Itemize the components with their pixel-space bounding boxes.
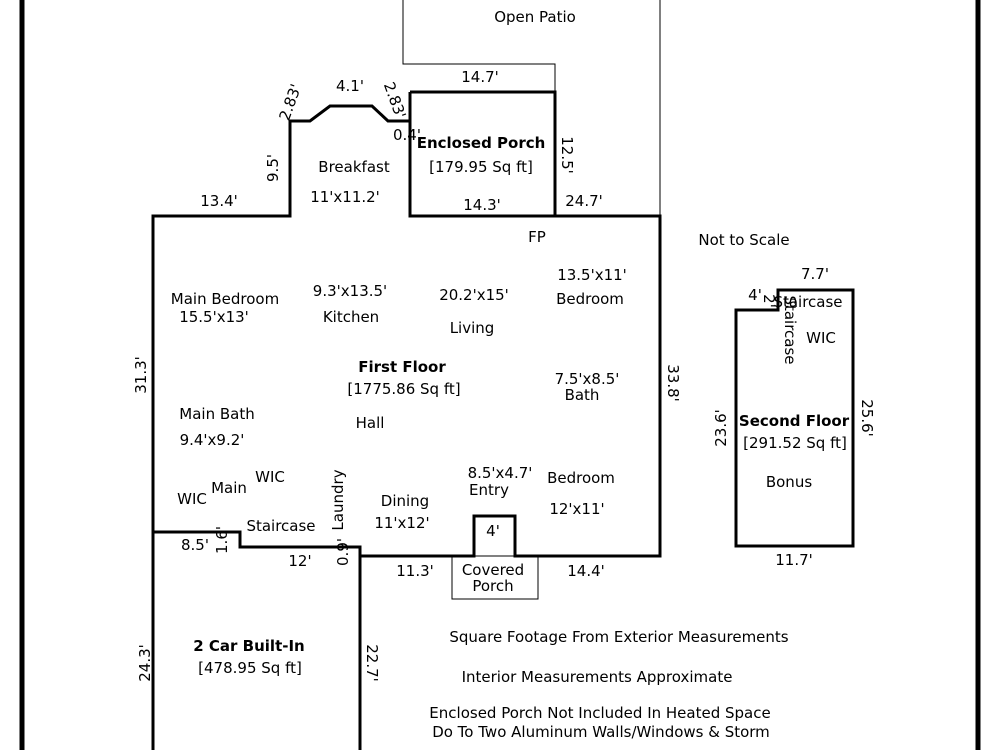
ff-top-right-dim: 24.7' — [565, 192, 603, 210]
ff-top-left-dim: 13.4' — [200, 192, 238, 210]
second-floor-bottom-dim: 11.7' — [775, 551, 813, 569]
not-to-scale-label: Not to Scale — [698, 231, 789, 249]
breakfast-label: Breakfast — [318, 158, 390, 176]
bedroom2-label: Bedroom — [547, 469, 615, 487]
ff-porch-notch-dim: 4' — [486, 522, 500, 540]
enclosed-porch-outline — [408, 90, 557, 216]
first-floor-area: [1775.86 Sq ft] — [347, 380, 460, 398]
second-floor-title: Second Floor — [739, 412, 850, 430]
main-bath-size: 9.4'x9.2' — [180, 431, 245, 449]
bedroom1-label: Bedroom — [556, 290, 624, 308]
bay-left-dim: 2.83' — [275, 82, 305, 123]
enclosed-porch-area: [179.95 Sq ft] — [429, 158, 533, 176]
ff-laundry-wall-dim: 12' — [288, 552, 311, 570]
second-floor-top-dim: 7.7' — [801, 265, 829, 283]
first-floor-title: First Floor — [358, 358, 446, 376]
patio-label: Open Patio — [494, 8, 576, 26]
note-square-footage: Square Footage From Exterior Measurement… — [449, 628, 788, 646]
garage-left-dim: 24.3' — [136, 644, 154, 682]
ff-bottom-left-dim: 8.5' — [181, 536, 209, 554]
enclosed-porch-right-dim: 12.5' — [558, 136, 576, 174]
bedroom1-size: 13.5'x11' — [557, 266, 627, 284]
staircase-label: Staircase — [246, 517, 315, 535]
page-frame — [19, 0, 981, 750]
second-floor-outline — [734, 288, 855, 548]
main-label: Main — [211, 479, 247, 497]
enclosed-porch-corner-dim: 0.4' — [393, 126, 421, 144]
ff-right-dim: 33.8' — [664, 364, 682, 402]
ff-bay-side-dim: 9.5' — [264, 154, 282, 182]
fireplace-label: FP — [528, 228, 546, 246]
bath-size: 7.5'x8.5' — [555, 370, 620, 388]
ff-bottom-right-dim: 14.4' — [567, 562, 605, 580]
ff-laundry-gap-dim: 0.9' — [334, 538, 352, 566]
breakfast-size: 11'x11.2' — [310, 188, 380, 206]
hall-label: Hall — [356, 414, 385, 432]
enclosed-porch-title: Enclosed Porch — [417, 134, 546, 152]
living-size: 20.2'x15' — [439, 286, 509, 304]
ff-bottom-mid-dim: 11.3' — [396, 562, 434, 580]
second-floor-right-dim: 25.6' — [858, 399, 876, 437]
patio-outline — [402, 0, 556, 92]
note-interior-approx: Interior Measurements Approximate — [462, 668, 733, 686]
garage-area: [478.95 Sq ft] — [198, 659, 302, 677]
garage-outline — [151, 532, 362, 750]
dining-size: 11'x12' — [374, 514, 429, 532]
first-floor-outline — [151, 104, 662, 558]
note-enclosed-porch: Enclosed Porch Not Included In Heated Sp… — [429, 704, 770, 722]
second-floor-staircase-vertical: Staircase — [781, 295, 799, 364]
second-floor-left-dim: 23.6' — [712, 409, 730, 447]
entry-label: Entry — [469, 481, 509, 499]
main-bath-label: Main Bath — [179, 405, 254, 423]
second-floor-area: [291.52 Sq ft] — [743, 434, 847, 452]
bedroom2-size: 12'x11' — [549, 500, 604, 518]
dining-label: Dining — [381, 492, 429, 510]
living-label: Living — [450, 319, 495, 337]
note-aluminum-walls: Do To Two Aluminum Walls/Windows & Storm — [432, 723, 770, 741]
second-floor-wic-label: WIC — [806, 329, 836, 347]
main-wic-label: WIC — [255, 468, 285, 486]
second-floor-notch-h-dim: 4' — [748, 286, 762, 304]
enclosed-porch-bottom-dim: 14.3' — [463, 196, 501, 214]
entry-size: 8.5'x4.7' — [468, 464, 533, 482]
main-bedroom-label: Main Bedroom — [171, 290, 279, 308]
garage-right-dim: 22.7' — [363, 644, 381, 682]
enclosed-porch-top-dim: 14.7' — [461, 68, 499, 86]
ff-step-dim: 1.6' — [213, 526, 231, 554]
laundry-label: Laundry — [329, 469, 347, 530]
bay-right-dim: 2.83' — [380, 80, 410, 121]
second-floor-staircase-label: Staircase — [773, 293, 842, 311]
bath-label: Bath — [565, 386, 600, 404]
kitchen-size: 9.3'x13.5' — [313, 282, 387, 300]
ff-left-dim: 31.3' — [132, 356, 150, 394]
wic-label: WIC — [177, 490, 207, 508]
covered-porch-outline — [451, 555, 539, 600]
garage-title: 2 Car Built-In — [193, 637, 304, 655]
bonus-label: Bonus — [766, 473, 812, 491]
second-floor-notch-v-dim: 2' — [760, 294, 778, 308]
bay-top-dim: 4.1' — [336, 77, 364, 95]
kitchen-label: Kitchen — [323, 308, 379, 326]
covered-porch-label-1: Covered — [462, 561, 524, 579]
main-bedroom-size: 15.5'x13' — [179, 308, 249, 326]
covered-porch-label-2: Porch — [472, 577, 513, 595]
